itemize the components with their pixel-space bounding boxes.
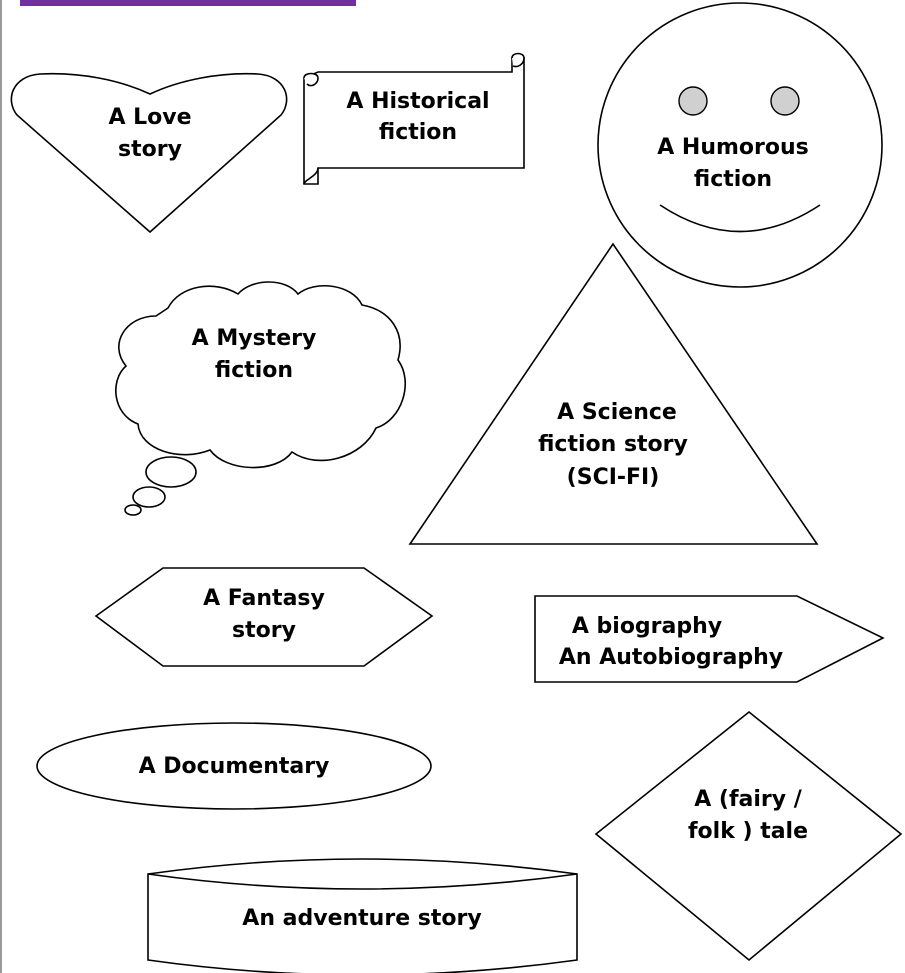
- scroll-label-line2: fiction: [379, 120, 457, 145]
- arrow-label-line2: An Autobiography: [559, 645, 783, 670]
- triangle-label-line1: A Science: [557, 400, 677, 425]
- arrow-shape: A biography An Autobiography: [534, 595, 885, 683]
- hexagon-label-line2: story: [232, 618, 296, 643]
- cylinder-label-line1: An adventure story: [242, 906, 481, 931]
- smiley-mouth: [659, 204, 821, 233]
- heart-label-line2: story: [118, 137, 182, 162]
- triangle-label-line3: (SCI-FI): [567, 465, 660, 490]
- smiley-left-eye: [678, 86, 708, 116]
- cloud-bubble-large: [145, 456, 197, 488]
- diamond-label-line2: folk ) tale: [688, 819, 808, 844]
- hexagon-shape: A Fantasy story: [94, 567, 434, 667]
- cloud-shape: A Mystery fiction: [115, 281, 407, 516]
- diamond-label-line1: A (fairy /: [694, 787, 803, 812]
- cylinder-shape: An adventure story: [147, 858, 578, 973]
- cloud-label-line2: fiction: [215, 358, 293, 383]
- diamond-shape: A (fairy / folk ) tale: [594, 710, 903, 962]
- arrow-label-line1: A biography: [572, 614, 722, 639]
- triangle-label-line2: fiction story: [538, 432, 688, 457]
- left-edge-rule: [0, 0, 2, 973]
- smiley-label-line2: fiction: [694, 167, 772, 192]
- scroll-label-line1: A Historical: [346, 89, 489, 114]
- hexagon-label-line1: A Fantasy: [203, 586, 325, 611]
- ellipse-label-line1: A Documentary: [139, 754, 330, 779]
- accent-header-bar: [20, 0, 356, 6]
- heart-label-line1: A Love: [108, 105, 191, 130]
- ellipse-shape: A Documentary: [36, 722, 432, 810]
- scroll-shape: A Historical fiction: [303, 52, 525, 185]
- triangle-shape: A Science fiction story (SCI-FI): [408, 242, 819, 545]
- cloud-label-line1: A Mystery: [192, 326, 317, 351]
- smiley-right-eye: [770, 86, 800, 116]
- smiley-shape: A Humorous fiction: [597, 2, 883, 288]
- cloud-bubble-medium: [132, 486, 166, 508]
- smiley-label-line1: A Humorous: [657, 135, 809, 160]
- heart-shape: A Love story: [10, 72, 288, 234]
- cloud-bubble-small: [124, 504, 142, 516]
